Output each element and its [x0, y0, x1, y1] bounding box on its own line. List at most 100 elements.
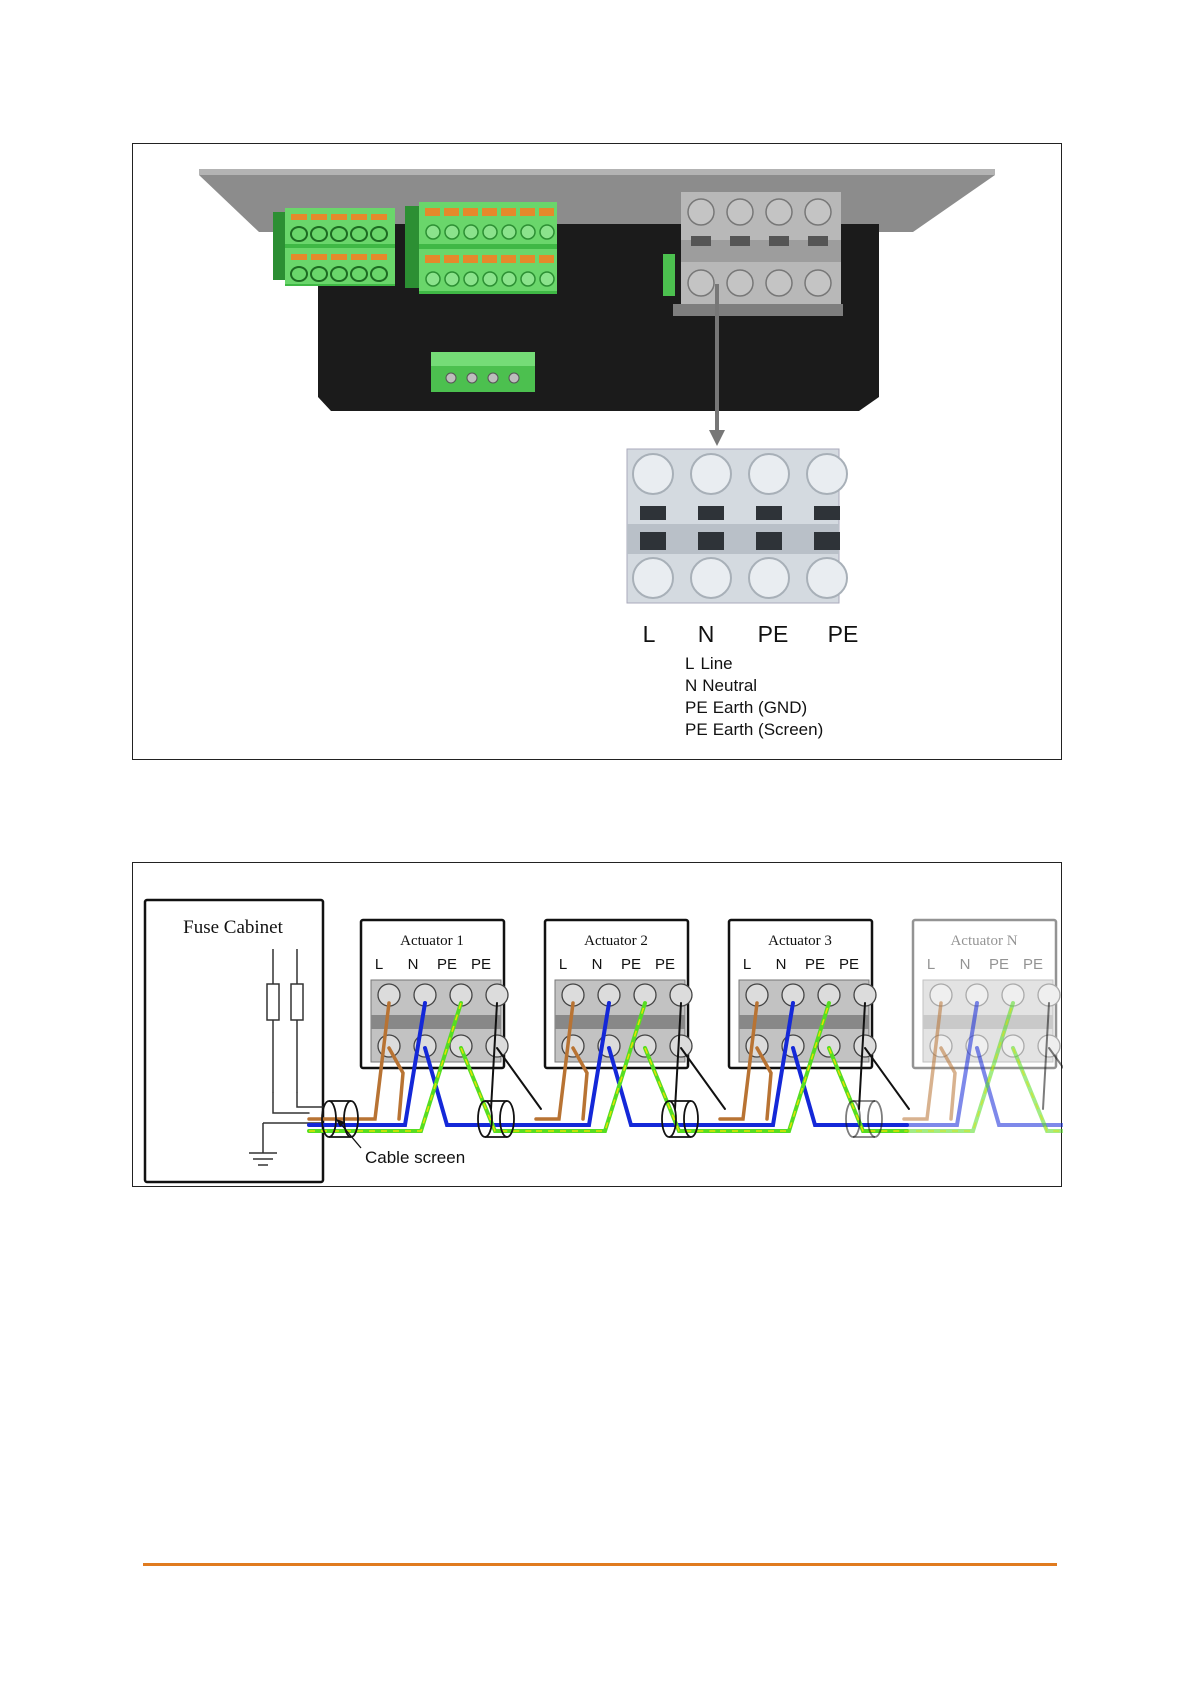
pin-release: [371, 214, 387, 220]
actuator-terminal-label: N: [960, 956, 971, 973]
pin-release: [291, 254, 307, 260]
terminal-label-n: N: [698, 621, 715, 647]
pin-release: [463, 255, 478, 263]
pin-release: [444, 255, 459, 263]
actuator-terminal-label: PE: [839, 956, 859, 973]
terminal-screw: [749, 454, 789, 494]
actuator-terminal-label: PE: [471, 956, 491, 973]
pin-release: [520, 255, 535, 263]
pin-release: [371, 254, 387, 260]
pin-release: [501, 255, 516, 263]
actuator-title: Actuator 1: [400, 933, 464, 949]
bus-pin: [446, 373, 456, 383]
terminal-slot: [756, 532, 782, 550]
terminal-screw: [727, 199, 753, 225]
actuator-terminal-label: N: [408, 956, 419, 973]
pin-release: [351, 214, 367, 220]
side-connector: [663, 254, 675, 296]
terminal-screw: [634, 1035, 656, 1057]
pin-hole: [540, 272, 554, 286]
legend-desc: Earth (Screen): [713, 720, 824, 739]
pin-release: [539, 208, 554, 216]
terminal-label-pe-screen: PE: [828, 621, 859, 647]
pin-hole: [483, 272, 497, 286]
terminal-slot: [756, 506, 782, 520]
terminal-screw: [807, 558, 847, 598]
pin-hole: [521, 225, 535, 239]
pin-release: [463, 208, 478, 216]
terminal-screw: [766, 199, 792, 225]
actuator-terminal-label: PE: [621, 956, 641, 973]
terminal-screw: [766, 270, 792, 296]
actuator-title: Actuator N: [950, 933, 1017, 949]
fuse-icon: [291, 984, 303, 1020]
footer-rule: [143, 1563, 1057, 1566]
pin-hole: [502, 225, 516, 239]
fuse-cabinet: Fuse Cabinet: [145, 900, 323, 1182]
legend-code: PE: [685, 720, 708, 739]
pin-hole: [464, 272, 478, 286]
terminal-screw: [633, 558, 673, 598]
actuator-terminal-label: L: [375, 956, 383, 973]
bus-connector: [431, 352, 535, 392]
terminal-screw: [670, 1035, 692, 1057]
pin-release: [482, 255, 497, 263]
terminal-screw: [805, 270, 831, 296]
wiring-svg: Fuse Cabinet Actuator 1LNPEPEActuator 2L…: [133, 863, 1063, 1188]
pin-release: [331, 254, 347, 260]
bus-pin: [467, 373, 477, 383]
pin-release: [351, 254, 367, 260]
bus-pin: [509, 373, 519, 383]
terminal-label-pe-gnd: PE: [758, 621, 789, 647]
actuator-terminal-label: N: [592, 956, 603, 973]
pin-release: [331, 214, 347, 220]
legend-code: L: [685, 654, 694, 673]
pin-hole: [521, 272, 535, 286]
svg-text:PEEarth (GND): PE Earth (GND): [685, 698, 807, 717]
pin-hole: [540, 225, 554, 239]
terminal-slot: [769, 236, 789, 246]
terminal-slot: [814, 532, 840, 550]
terminal-slot: [814, 506, 840, 520]
terminal-screw: [805, 199, 831, 225]
legend-desc: Earth (GND): [713, 698, 807, 717]
terminal-screw: [688, 270, 714, 296]
actuator-terminal-label: PE: [1023, 956, 1043, 973]
fuse-icon: [267, 984, 279, 1020]
terminal-screw: [749, 558, 789, 598]
actuator-terminal-label: PE: [437, 956, 457, 973]
pin-release: [482, 208, 497, 216]
pin-hole: [502, 272, 516, 286]
wiring-diagram: Fuse Cabinet Actuator 1LNPEPEActuator 2L…: [132, 862, 1062, 1187]
actuator-title: Actuator 2: [584, 933, 648, 949]
pin-release: [520, 208, 535, 216]
pin-release: [291, 214, 307, 220]
terminal-screw: [633, 454, 673, 494]
legend-code: PE: [685, 698, 708, 717]
pin-release: [425, 208, 440, 216]
terminal-screw: [727, 270, 753, 296]
actuator-title: Actuator 3: [768, 933, 832, 949]
pin-release: [501, 208, 516, 216]
fuse-cabinet-label: Fuse Cabinet: [183, 917, 283, 938]
pin-hole: [426, 272, 440, 286]
terminal-slot: [640, 506, 666, 520]
actuator-terminal-label: PE: [989, 956, 1009, 973]
terminal-screw: [691, 558, 731, 598]
legend-code: N: [685, 676, 697, 695]
terminal-slot: [698, 506, 724, 520]
terminal-slot: [698, 532, 724, 550]
terminal-slot: [691, 236, 711, 246]
terminal-screw: [1038, 1035, 1060, 1057]
pin-hole: [483, 225, 497, 239]
terminal-label-l: L: [643, 621, 656, 647]
terminal-screw: [688, 199, 714, 225]
pin-hole: [445, 272, 459, 286]
terminal-slot: [640, 532, 666, 550]
cable-screen-label: Cable screen: [365, 1148, 465, 1167]
